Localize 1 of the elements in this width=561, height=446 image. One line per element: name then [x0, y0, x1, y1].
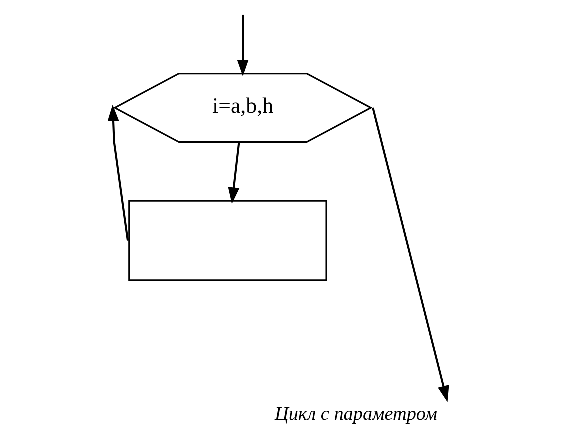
caption: Цикл с параметром [275, 404, 438, 426]
